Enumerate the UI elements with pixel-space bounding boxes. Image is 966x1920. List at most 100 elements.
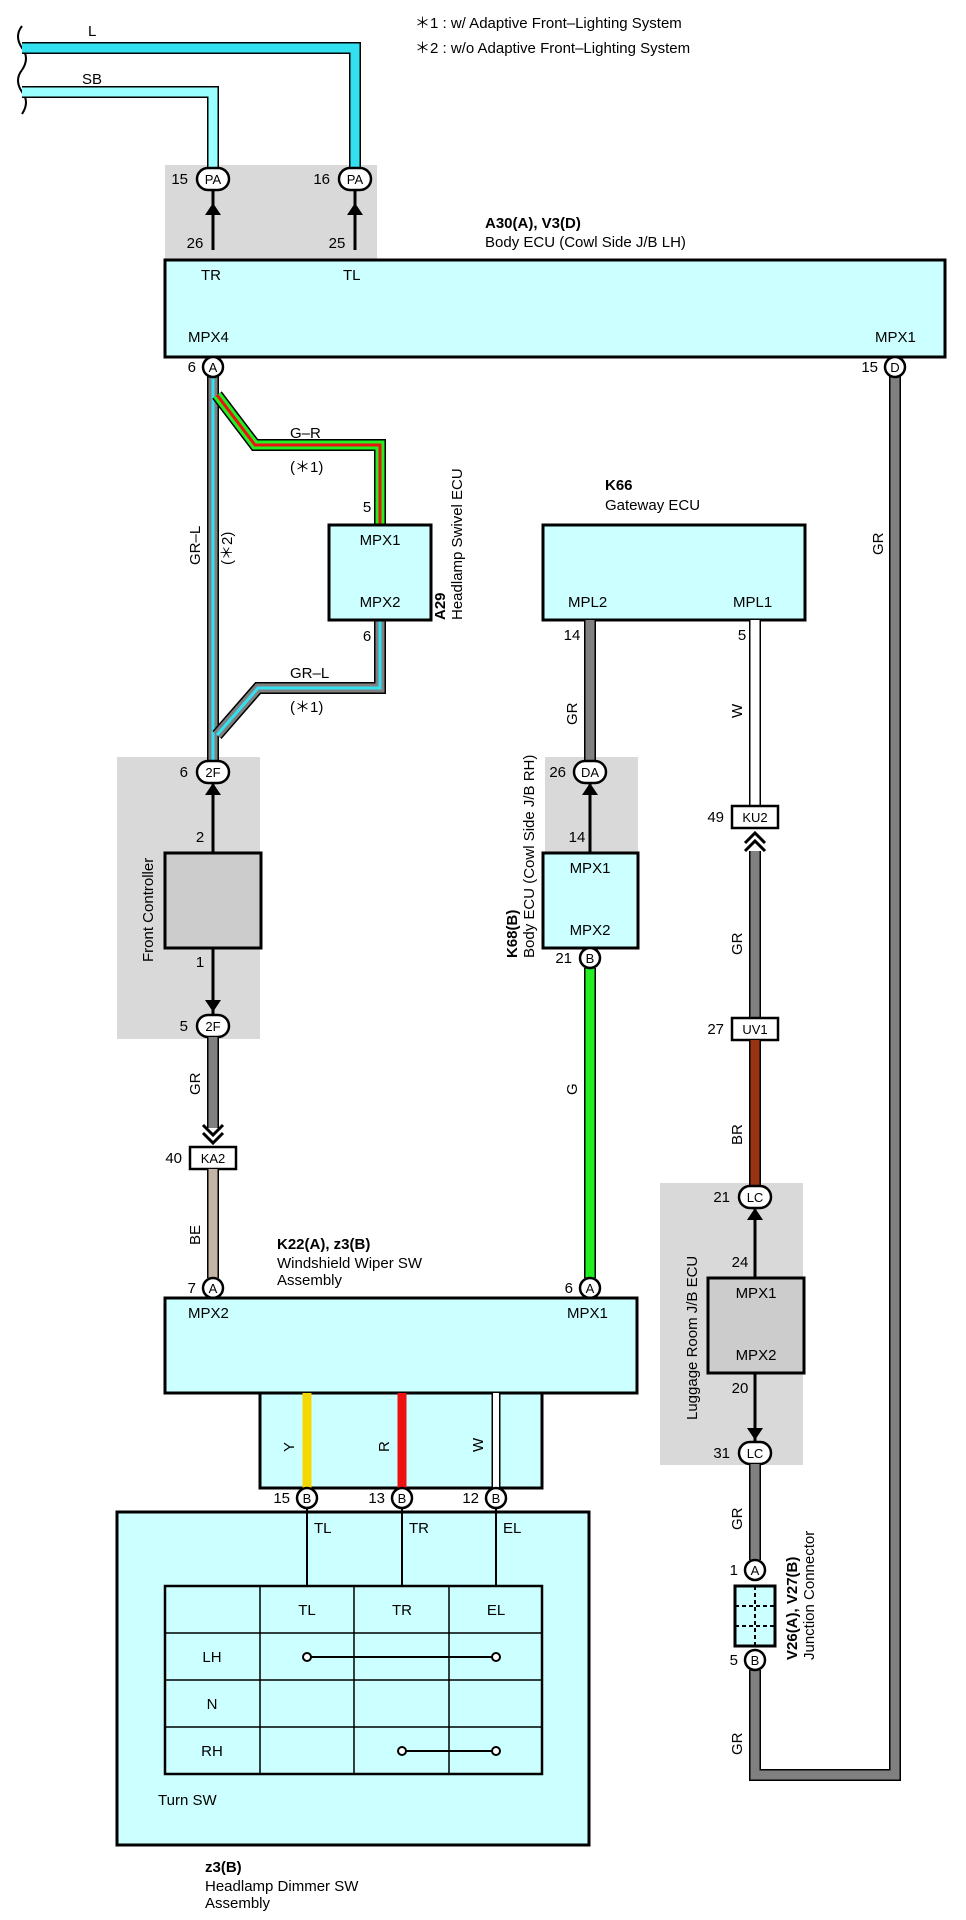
dimmer-name-1: Headlamp Dimmer SW: [205, 1878, 359, 1895]
connector-2f-top-num: 6: [180, 764, 188, 781]
table-row-n: N: [207, 1696, 218, 1713]
gateway-ecu-pin2: 5: [738, 627, 746, 644]
wiper-connector-a-right-num: 6: [565, 1280, 573, 1297]
wire-l-outline: [22, 42, 361, 168]
swivel-ecu-name: Headlamp Swivel ECU: [449, 468, 466, 620]
arrow-lc-bottom: [747, 1428, 763, 1440]
wire-sb-label: SB: [82, 71, 102, 88]
dimmer-connector-15: [295, 1486, 319, 1510]
body-ecu-tl: TL: [343, 267, 361, 284]
dimmer-connector-12-num: 12: [462, 1490, 479, 1507]
ku2-chevrons: [743, 830, 767, 853]
wire-y-label: Y: [281, 1442, 298, 1452]
junction-pin-b: [743, 1648, 767, 1672]
wiper-name-2: Assembly: [277, 1272, 343, 1289]
body-ecu-box: [163, 258, 947, 359]
connector-d-label: D: [890, 360, 899, 375]
gateway-ecu-box: [541, 523, 807, 622]
note-1: ＊1 : w/ Adaptive Front–Lighting System: [415, 15, 682, 32]
wiper-mpx1: MPX1: [567, 1305, 608, 1322]
wire-gr-right-label: GR: [870, 532, 887, 555]
arrow-lc-top: [747, 1208, 763, 1220]
note-2: ＊2 : w/o Adaptive Front–Lighting System: [415, 40, 690, 57]
connector-ku2: [730, 804, 780, 830]
wire-gr-l-2-note: (＊1): [290, 699, 323, 716]
front-controller-pin-top: 2: [196, 829, 204, 846]
body-ecu-name: Body ECU (Cowl Side J/B LH): [485, 234, 686, 251]
gateway-ecu-pin1: 14: [564, 627, 581, 644]
dimmer-connector-13-num: 13: [368, 1490, 385, 1507]
connector-2f-top-label: 2F: [205, 765, 220, 780]
connector-lc-bottom-label: LC: [747, 1446, 764, 1461]
luggage-ecu-pin-bot: 20: [732, 1380, 749, 1397]
wire-gr-l-main-label: GR–L: [187, 526, 204, 565]
connector-da-label: DA: [581, 765, 599, 780]
connector-b-rh-num: 21: [555, 950, 572, 967]
connector-ku2-num: 49: [707, 809, 724, 826]
swivel-ecu-mpx1: MPX1: [360, 532, 401, 549]
body-ecu-rh-mpx2: MPX2: [570, 922, 611, 939]
dimmer-connector-13: [390, 1486, 414, 1510]
connector-uv1-num: 27: [707, 1021, 724, 1038]
connector-d: [883, 355, 907, 379]
table-row-rh: RH: [201, 1743, 223, 1760]
wire-br-label: BR: [729, 1124, 746, 1145]
wiper-code: K22(A), z3(B): [277, 1236, 370, 1253]
swivel-ecu-box: [327, 523, 433, 622]
body-ecu-code: A30(A), V3(D): [485, 215, 581, 232]
gateway-ecu-mpl2: MPL2: [568, 594, 607, 611]
arrow-tr: [205, 203, 221, 215]
table-header-tr: TR: [392, 1602, 412, 1619]
dimmer-connector-12-label: B: [492, 1491, 501, 1506]
arrow-da: [582, 783, 598, 795]
wire-g-r-note: (＊1): [290, 459, 323, 476]
dimmer-connector-15-num: 15: [273, 1490, 290, 1507]
connector-ku2-label: KU2: [742, 810, 767, 825]
wire-w-label: W: [470, 1437, 487, 1452]
swivel-ecu-pin1: 5: [363, 499, 371, 516]
wire-r-label: R: [376, 1441, 393, 1452]
table-header-el: EL: [487, 1602, 505, 1619]
junction-name: Junction Connector: [801, 1531, 818, 1660]
wire-gr-lc-label: GR: [729, 1507, 746, 1530]
front-controller-pin-bot: 1: [196, 954, 204, 971]
connector-pa-1-label: PA: [205, 172, 222, 187]
pin-tl-num: 25: [329, 235, 346, 252]
wire-be-label: BE: [187, 1225, 204, 1245]
wire-l-label: L: [88, 23, 96, 40]
dimmer-connector-15-label: B: [303, 1491, 312, 1506]
swivel-ecu-mpx2: MPX2: [360, 594, 401, 611]
connector-pa-1: [195, 166, 231, 192]
connector-b-rh: [578, 946, 602, 970]
luggage-ecu-name: Luggage Room J/B ECU: [684, 1256, 701, 1420]
body-ecu-rh-mpx1: MPX1: [570, 860, 611, 877]
wire-l: [22, 43, 360, 168]
junction-pin-b-num: 5: [730, 1652, 738, 1669]
connector-pa-2-label: PA: [347, 172, 364, 187]
wire-sb: [22, 87, 218, 168]
wire-gr-ku2-label: GR: [729, 932, 746, 955]
gateway-ecu-name: Gateway ECU: [605, 497, 700, 514]
junction-code: V26(A), V27(B): [784, 1557, 801, 1660]
connector-lc-bottom-num: 31: [713, 1445, 730, 1462]
turn-sw-table: [163, 1584, 544, 1776]
turn-sw-label: Turn SW: [158, 1792, 217, 1809]
front-controller-name: Front Controller: [140, 858, 157, 962]
body-ecu-rh-name: Body ECU (Cowl Side J/B RH): [521, 755, 538, 958]
dimmer-name-2: Assembly: [205, 1895, 271, 1912]
connector-ka2-num: 40: [165, 1150, 182, 1167]
swivel-ecu-code: A29: [432, 592, 449, 620]
luggage-ecu-mpx1: MPX1: [736, 1285, 777, 1302]
wire-sb-outline: [22, 86, 219, 168]
junction-pin-b-label: B: [751, 1653, 760, 1668]
pin-tr-num: 26: [187, 235, 204, 252]
connector-b-rh-label: B: [586, 951, 595, 966]
connector-lc-top-num: 21: [713, 1189, 730, 1206]
connector-pa-1-num: 15: [171, 171, 188, 188]
connector-a-mpx4-label: A: [209, 360, 218, 375]
wire-g-r-stripe: [215, 394, 382, 525]
connector-pa-2: [337, 166, 373, 192]
junction-pin-a-num: 1: [730, 1562, 738, 1579]
wiper-mpx2: MPX2: [188, 1305, 229, 1322]
